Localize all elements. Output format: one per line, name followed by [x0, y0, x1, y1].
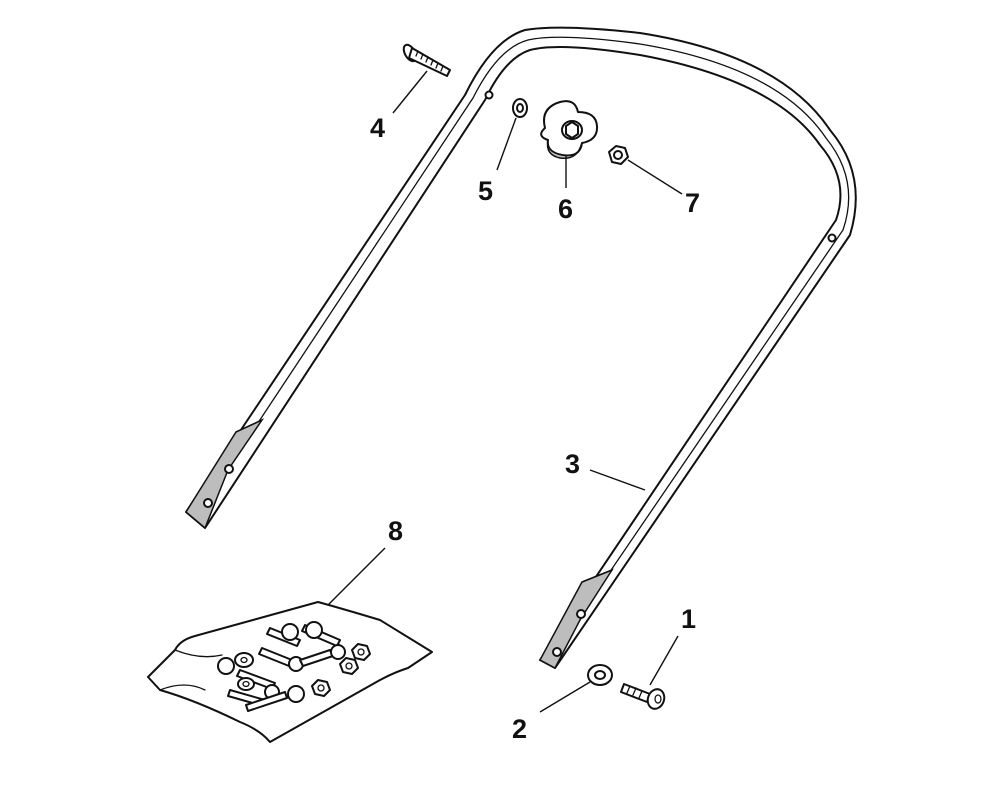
- callout-3: 3: [565, 449, 580, 479]
- washer-icon: [512, 98, 528, 118]
- bolt-icon-bottom: [620, 683, 666, 710]
- left-end-hole-lower: [203, 498, 213, 508]
- star-knob-icon: [540, 100, 599, 160]
- left-end-hole-upper: [224, 464, 234, 474]
- leader-7: [627, 159, 683, 195]
- hex-nut-icon: [608, 145, 629, 165]
- bag-washer: [237, 677, 255, 691]
- leader-lines: [327, 70, 683, 713]
- bag-nut: [351, 643, 371, 661]
- leader-8: [327, 547, 386, 606]
- right-end-hole-lower: [552, 647, 562, 657]
- callout-4: 4: [370, 113, 385, 143]
- bag-screw: [217, 657, 276, 690]
- bag-screw: [299, 644, 346, 667]
- right-flat-end: [538, 568, 614, 670]
- bag-nut: [339, 657, 359, 675]
- bag-washer: [234, 652, 254, 668]
- callout-labels: 1 2 3 4 5 6 7 8: [370, 113, 700, 744]
- leader-4: [392, 70, 428, 114]
- bag-screw: [245, 685, 305, 712]
- bag-nut: [311, 679, 331, 697]
- callout-7: 7: [685, 188, 700, 218]
- bag-screw: [266, 623, 301, 647]
- hardware-bag-icon: [147, 601, 433, 743]
- bolt-icon: [402, 43, 451, 77]
- right-end-hole-upper: [576, 609, 586, 619]
- callout-8: 8: [388, 516, 403, 546]
- leader-2: [539, 681, 591, 713]
- callout-5: 5: [478, 176, 493, 206]
- washer-icon-bottom: [587, 664, 613, 686]
- callout-2: 2: [512, 714, 527, 744]
- leader-5: [496, 117, 517, 171]
- left-flat-end: [185, 418, 265, 530]
- handle-bar-part: [185, 26, 857, 670]
- handle-hole-left: [484, 90, 494, 100]
- callout-6: 6: [558, 194, 573, 224]
- handle-hole-right: [827, 233, 837, 243]
- leader-3: [589, 469, 646, 491]
- callout-1: 1: [681, 604, 696, 634]
- leader-1: [649, 635, 679, 686]
